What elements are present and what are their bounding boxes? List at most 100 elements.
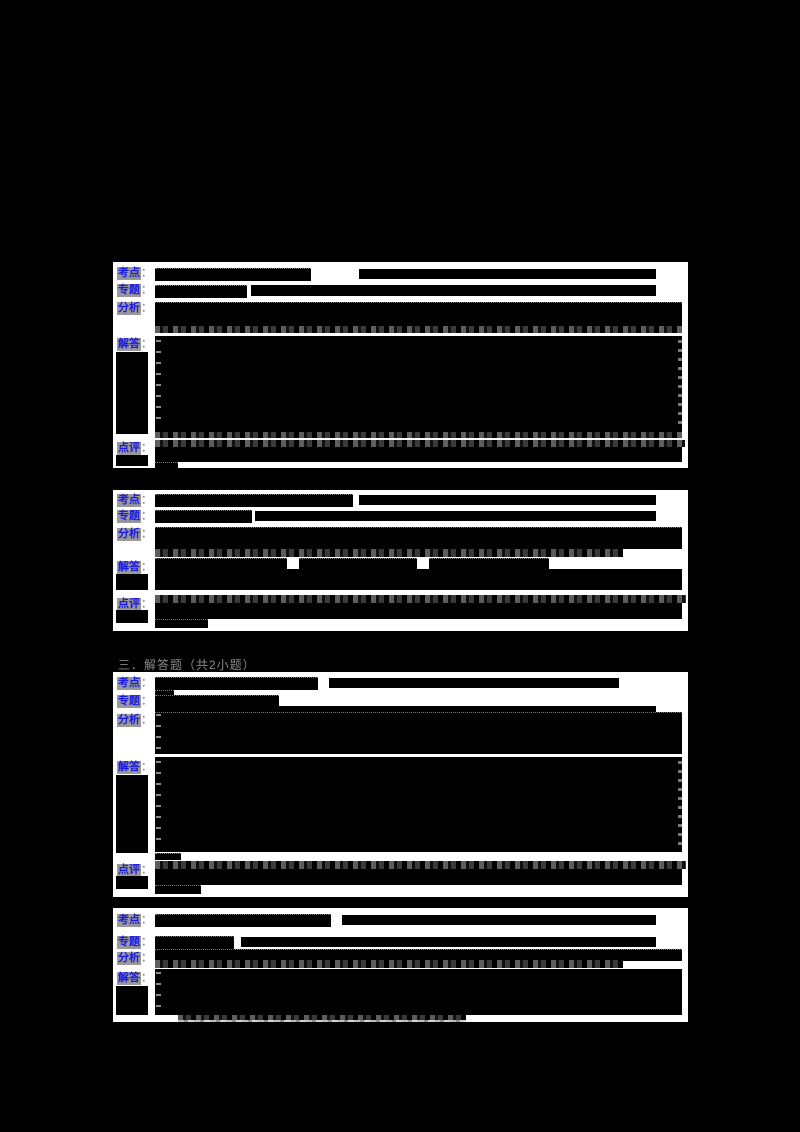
- section-heading: 三．解答题（共2小题）: [118, 658, 256, 672]
- redacted-line-faint: [155, 549, 623, 557]
- redacted-fragment: [155, 690, 174, 697]
- label-kaodian: 考点：: [117, 914, 152, 927]
- label-dianping-text: 点评: [117, 598, 141, 611]
- redacted-solution-block: [155, 757, 682, 852]
- redacted-line-faint: [155, 326, 682, 333]
- label-jieda: 解答：: [117, 338, 152, 351]
- redacted-label-column: [116, 775, 148, 853]
- redacted-fragment: [155, 885, 201, 894]
- redacted-line: [255, 511, 656, 521]
- redacted-line: [155, 285, 247, 298]
- label-dianping-text: 点评: [117, 442, 141, 455]
- redacted-fragment: [155, 853, 181, 860]
- redacted-fragment: [155, 462, 178, 468]
- redacted-comment-block: [155, 603, 682, 619]
- redacted-line: [155, 914, 331, 927]
- redacted-line: [155, 695, 279, 707]
- redacted-line: [155, 936, 234, 949]
- redacted-comment-block: [155, 447, 682, 462]
- redacted-line: [155, 302, 682, 315]
- redacted-line: [155, 494, 353, 507]
- label-jieda-text: 解答: [117, 761, 141, 774]
- redacted-line: [155, 538, 682, 549]
- label-kaodian-text: 考点: [117, 267, 141, 280]
- redacted-label-column: [116, 610, 148, 623]
- redacted-label-column: [116, 986, 148, 1015]
- redacted-line: [251, 285, 656, 296]
- redacted-line: [155, 510, 252, 523]
- redacted-label-column: [116, 455, 148, 466]
- label-kaodian: 考点：: [117, 267, 152, 280]
- answer-table-q1: 考点： 专题： 分析： 解答： 点评：: [113, 262, 688, 468]
- answer-table-q4: 考点： 专题： 分析： 解答：: [113, 908, 688, 1022]
- redacted-line: [155, 949, 682, 961]
- redacted-fragment: [299, 558, 417, 570]
- label-jieda-text: 解答: [117, 338, 141, 351]
- redacted-line: [241, 937, 656, 947]
- formula-fragments: [156, 714, 161, 752]
- redacted-line: [155, 315, 682, 326]
- label-kaodian-text: 考点: [117, 914, 141, 927]
- label-fenxi: 分析：: [117, 302, 152, 315]
- label-zhuanti-text: 专题: [117, 284, 141, 297]
- redacted-line: [329, 678, 619, 688]
- label-dianping: 点评：: [117, 598, 152, 611]
- label-kaodian: 考点：: [117, 677, 152, 690]
- redacted-solution-block: [155, 336, 682, 432]
- edge-fragments: [678, 340, 682, 428]
- redacted-line-faint: [178, 1015, 466, 1020]
- answer-table-q2: 考点： 专题： 分析： 解答： 点评：: [113, 490, 688, 631]
- redacted-line: [155, 712, 682, 724]
- redacted-label-column: [116, 574, 148, 590]
- redacted-line-light: [178, 1020, 466, 1022]
- label-zhuanti: 专题：: [117, 510, 152, 523]
- label-fenxi: 分析：: [117, 528, 152, 541]
- redacted-label-column: [116, 352, 148, 434]
- label-jieda-text: 解答: [117, 561, 141, 574]
- redacted-fragment: [155, 619, 208, 628]
- label-kaodian: 考点：: [117, 494, 152, 507]
- label-zhuanti-text: 专题: [117, 936, 141, 949]
- label-dianping-text: 点评: [117, 864, 141, 877]
- label-zhuanti-text: 专题: [117, 695, 141, 708]
- redacted-line: [359, 269, 656, 279]
- label-jieda-text: 解答: [117, 972, 141, 985]
- formula-fragments: [156, 972, 161, 1012]
- label-jieda: 解答：: [117, 972, 152, 985]
- label-fenxi-text: 分析: [117, 952, 141, 965]
- redacted-label-column: [116, 876, 148, 889]
- redacted-line-faint: [155, 861, 686, 869]
- label-dianping: 点评：: [117, 864, 152, 877]
- label-fenxi-text: 分析: [117, 302, 141, 315]
- label-kaodian-text: 考点: [117, 677, 141, 690]
- edge-fragments: [678, 761, 682, 849]
- redacted-fragment: [429, 558, 549, 570]
- formula-fragments: [156, 340, 161, 428]
- label-fenxi-text: 分析: [117, 714, 141, 727]
- redacted-line-faint: [155, 595, 686, 603]
- label-zhuanti: 专题：: [117, 695, 152, 708]
- redacted-line: [155, 677, 318, 690]
- redacted-line: [155, 706, 656, 713]
- redacted-line: [342, 915, 656, 925]
- label-jieda: 解答：: [117, 561, 152, 574]
- redacted-line: [155, 527, 682, 539]
- redacted-line-faint: [155, 960, 623, 968]
- redacted-line: [155, 745, 682, 754]
- redacted-line: [359, 495, 656, 505]
- redacted-solution-block: [155, 969, 682, 1015]
- label-zhuanti-text: 专题: [117, 510, 141, 523]
- label-zhuanti: 专题：: [117, 936, 152, 949]
- redacted-comment-block: [155, 869, 682, 885]
- redacted-fragment: [155, 558, 287, 570]
- label-fenxi: 分析：: [117, 952, 152, 965]
- label-fenxi: 分析：: [117, 714, 152, 727]
- redacted-line: [155, 268, 311, 281]
- redacted-solution-block: [155, 569, 682, 590]
- formula-fragments: [156, 761, 161, 849]
- label-fenxi-text: 分析: [117, 528, 141, 541]
- label-jieda: 解答：: [117, 761, 152, 774]
- answer-table-q3: 考点： 专题： 分析： 解答： 点评：: [113, 672, 688, 897]
- redacted-line: [155, 723, 682, 734]
